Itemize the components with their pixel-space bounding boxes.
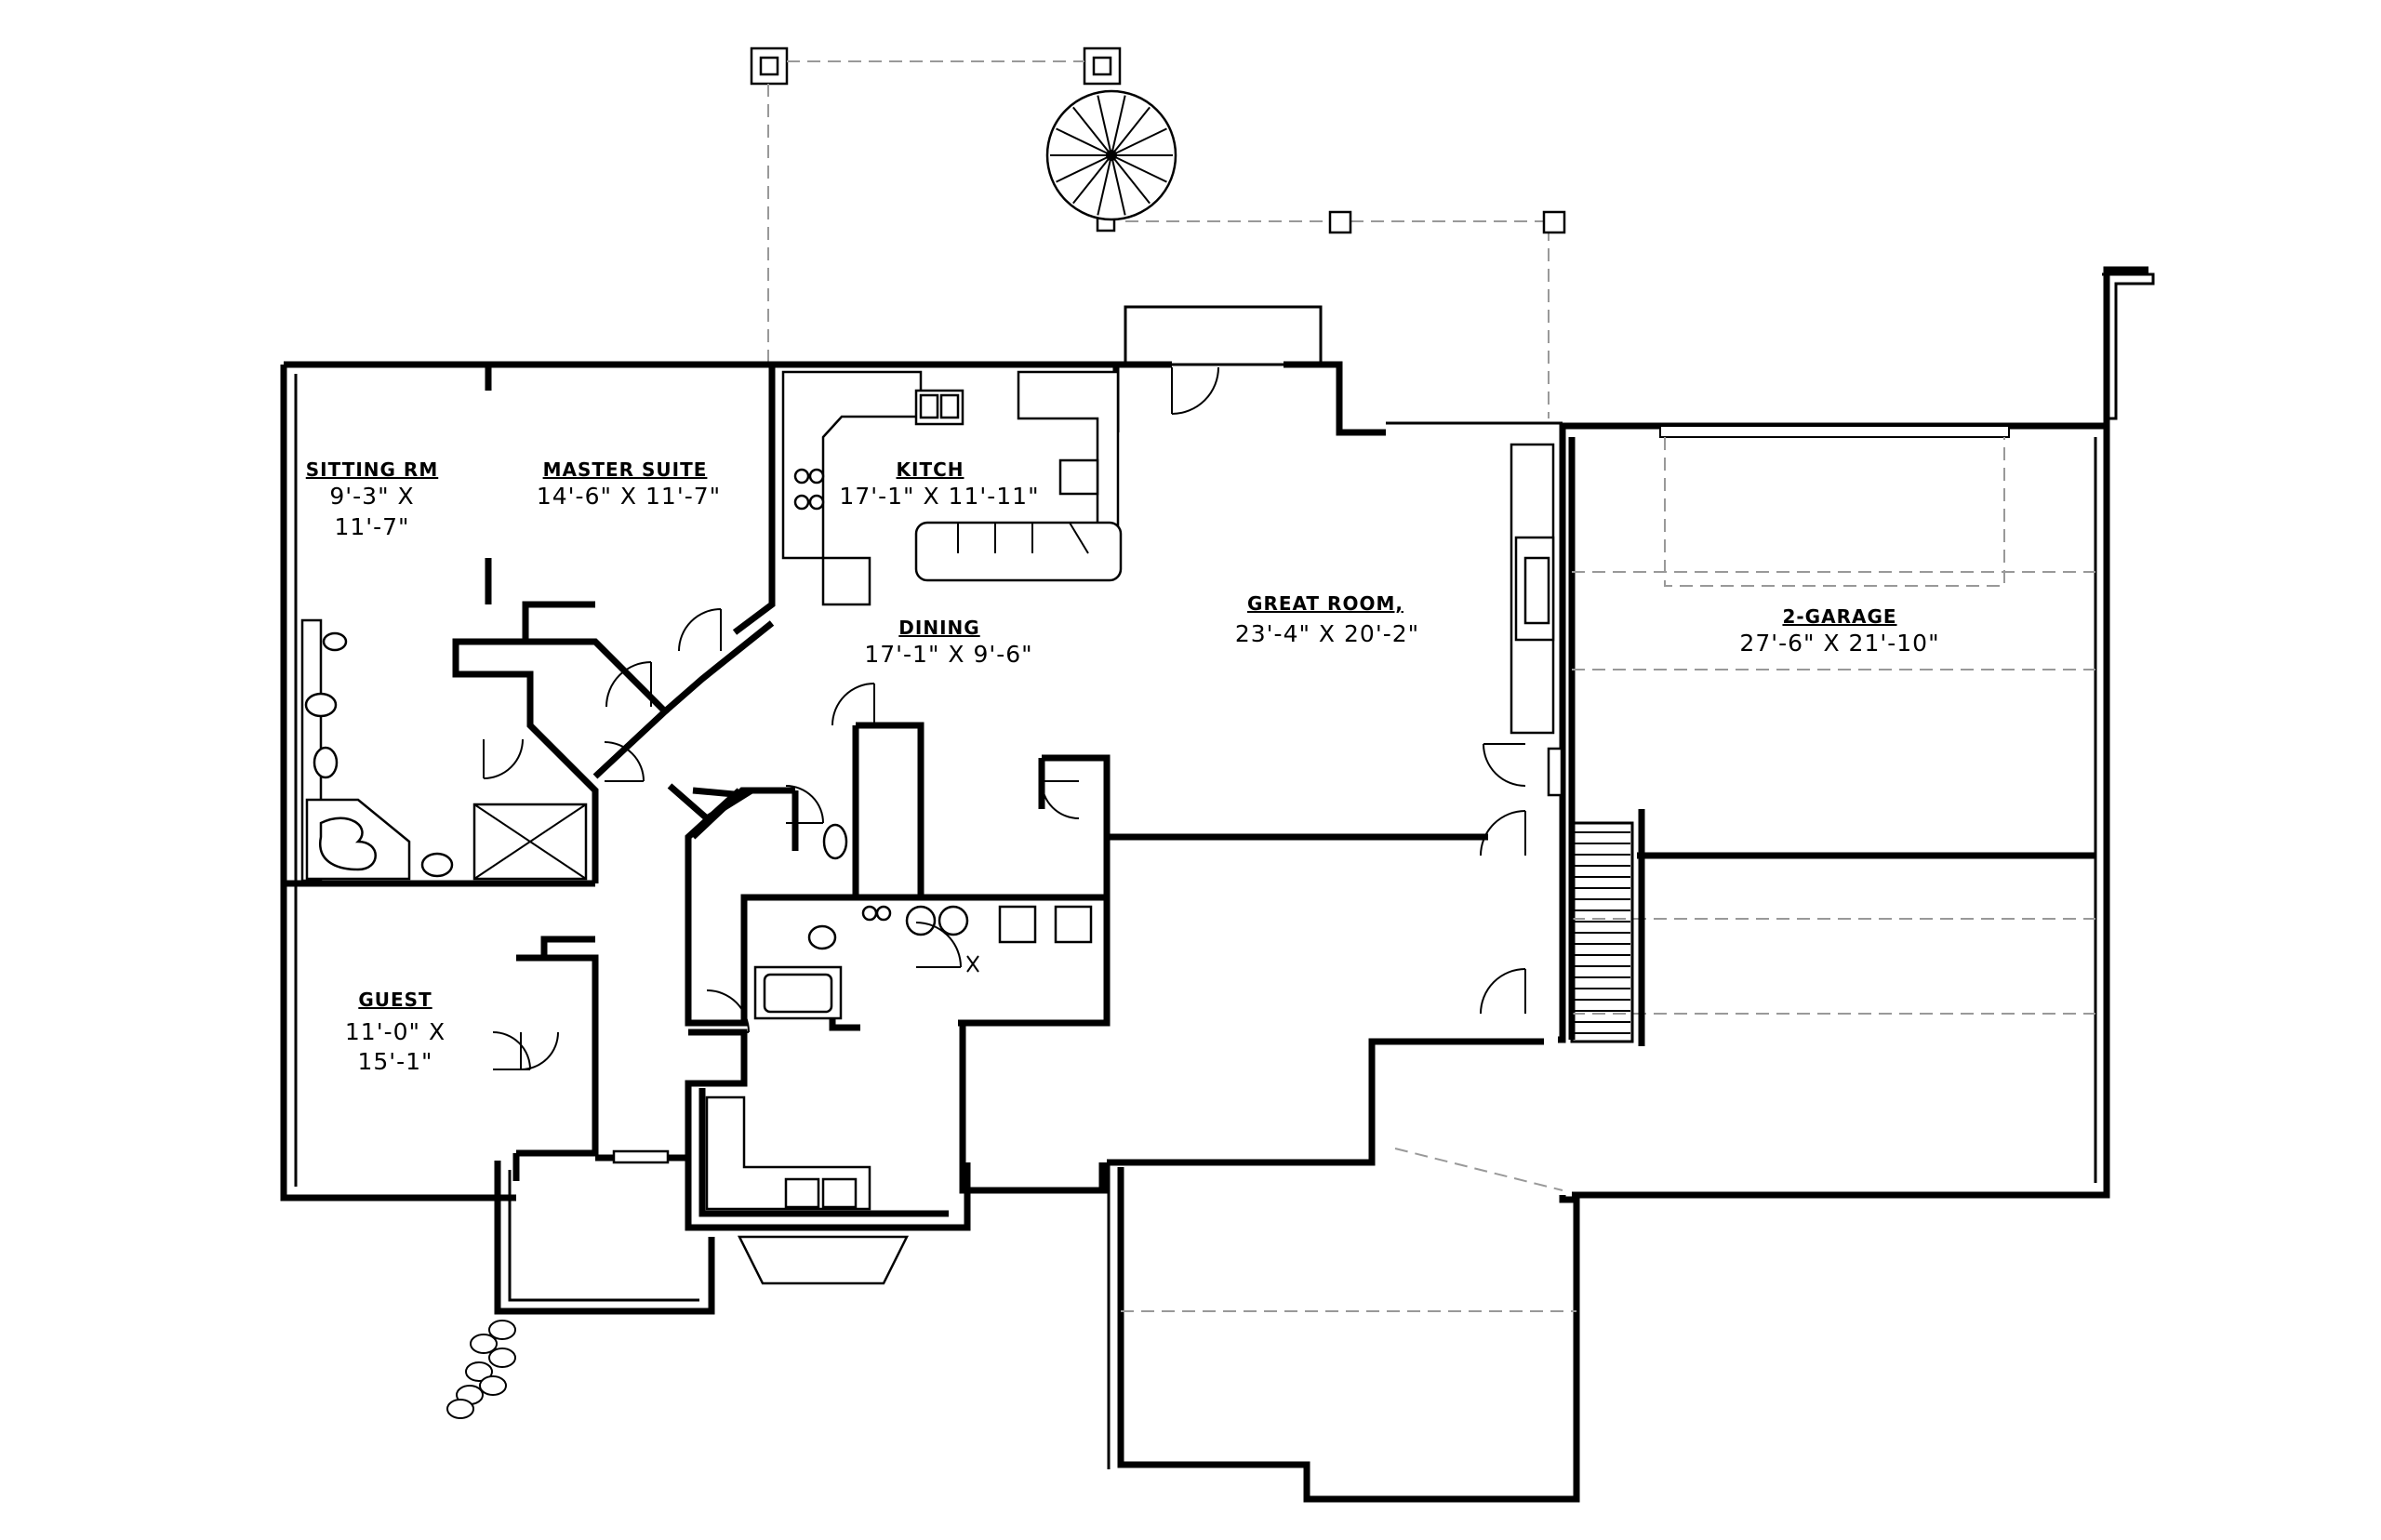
door-swing bbox=[915, 922, 962, 968]
garage-stairs bbox=[1570, 821, 1634, 1043]
deck-post bbox=[1328, 210, 1352, 234]
room-dims-kitch: 17'-1" X 11'-11" bbox=[839, 483, 1039, 510]
room-name-guest: GUEST bbox=[358, 989, 432, 1011]
door-swing bbox=[483, 738, 524, 779]
interior-walls bbox=[284, 365, 1488, 1231]
deck-post bbox=[759, 56, 779, 76]
stair-tread bbox=[1111, 127, 1167, 156]
spiral-stair bbox=[1045, 89, 1177, 221]
door-swing bbox=[492, 1031, 531, 1070]
door-swing bbox=[831, 683, 875, 726]
doors bbox=[483, 366, 1526, 1070]
patio bbox=[1098, 1038, 1580, 1503]
kitchen-island bbox=[914, 521, 1123, 582]
exterior-walls bbox=[280, 305, 1566, 1201]
door-swing bbox=[1483, 743, 1526, 787]
stair-tread bbox=[1111, 106, 1151, 156]
door-swing bbox=[678, 608, 722, 652]
room-name-dining: DINING bbox=[898, 617, 979, 639]
stepping-stone bbox=[479, 1375, 507, 1396]
room-dims2-guest: 15'-1" bbox=[357, 1048, 432, 1075]
stepping-stone bbox=[446, 1399, 474, 1419]
room-dims-dining: 17'-1" X 9'-6" bbox=[864, 641, 1032, 668]
deck-post bbox=[1542, 210, 1566, 234]
stair-tread bbox=[1111, 95, 1126, 156]
stair-tread bbox=[1056, 127, 1112, 156]
room-dims-guest: 11'-0" X bbox=[345, 1018, 446, 1045]
master-bath bbox=[300, 618, 588, 883]
stair-tread bbox=[1072, 154, 1112, 205]
stepping-stone bbox=[470, 1334, 498, 1354]
room-name-garage: 2-GARAGE bbox=[1782, 605, 1896, 628]
room-labels: SITTING RM 9'-3" X 11'-7" MASTER SUITE 1… bbox=[306, 458, 1939, 1075]
room-name-sitting-rm: SITTING RM bbox=[306, 458, 438, 481]
stepping-stone bbox=[488, 1348, 516, 1368]
door-swing bbox=[604, 741, 645, 782]
door-swing bbox=[1041, 780, 1080, 819]
door-swing bbox=[1480, 810, 1526, 856]
bay-box bbox=[1124, 305, 1323, 366]
stair-tread bbox=[1072, 106, 1112, 156]
door-swing bbox=[520, 1031, 559, 1070]
door-swing bbox=[785, 785, 824, 824]
stair-tread bbox=[1111, 154, 1151, 205]
fireplace bbox=[1510, 443, 1555, 735]
room-name-great-room: GREAT ROOM, bbox=[1247, 592, 1403, 615]
room-dims-great-room: 23'-4" X 20'-2" bbox=[1235, 620, 1419, 647]
stair-tread bbox=[1056, 154, 1112, 183]
entry-stoop bbox=[446, 747, 1563, 1419]
deck-post bbox=[1092, 56, 1112, 76]
door-swing bbox=[1171, 366, 1219, 415]
door-swing bbox=[605, 661, 652, 708]
stair-tread bbox=[1097, 154, 1112, 216]
door-swing bbox=[706, 989, 750, 1033]
stepping-stone bbox=[465, 1361, 493, 1382]
room-dims-sitting-rm: 9'-3" X bbox=[329, 483, 414, 510]
room-dims-garage: 27'-6" X 21'-10" bbox=[1739, 630, 1939, 657]
kitchenette bbox=[705, 1095, 910, 1285]
kitchen bbox=[781, 370, 1123, 606]
stair-tread bbox=[1111, 154, 1126, 216]
stair-tread bbox=[1097, 95, 1112, 156]
garage-walls bbox=[1563, 266, 2155, 1199]
room-dims-master-suite: 14'-6" X 11'-7" bbox=[537, 483, 721, 510]
room-name-master-suite: MASTER SUITE bbox=[543, 458, 708, 481]
room-dims2-sitting-rm: 11'-7" bbox=[334, 513, 409, 540]
guest-bath bbox=[753, 823, 1093, 1020]
door-swing bbox=[1480, 968, 1526, 1015]
stair-tread bbox=[1111, 154, 1167, 183]
stepping-stone bbox=[488, 1320, 516, 1340]
room-name-kitch: KITCH bbox=[897, 458, 964, 481]
